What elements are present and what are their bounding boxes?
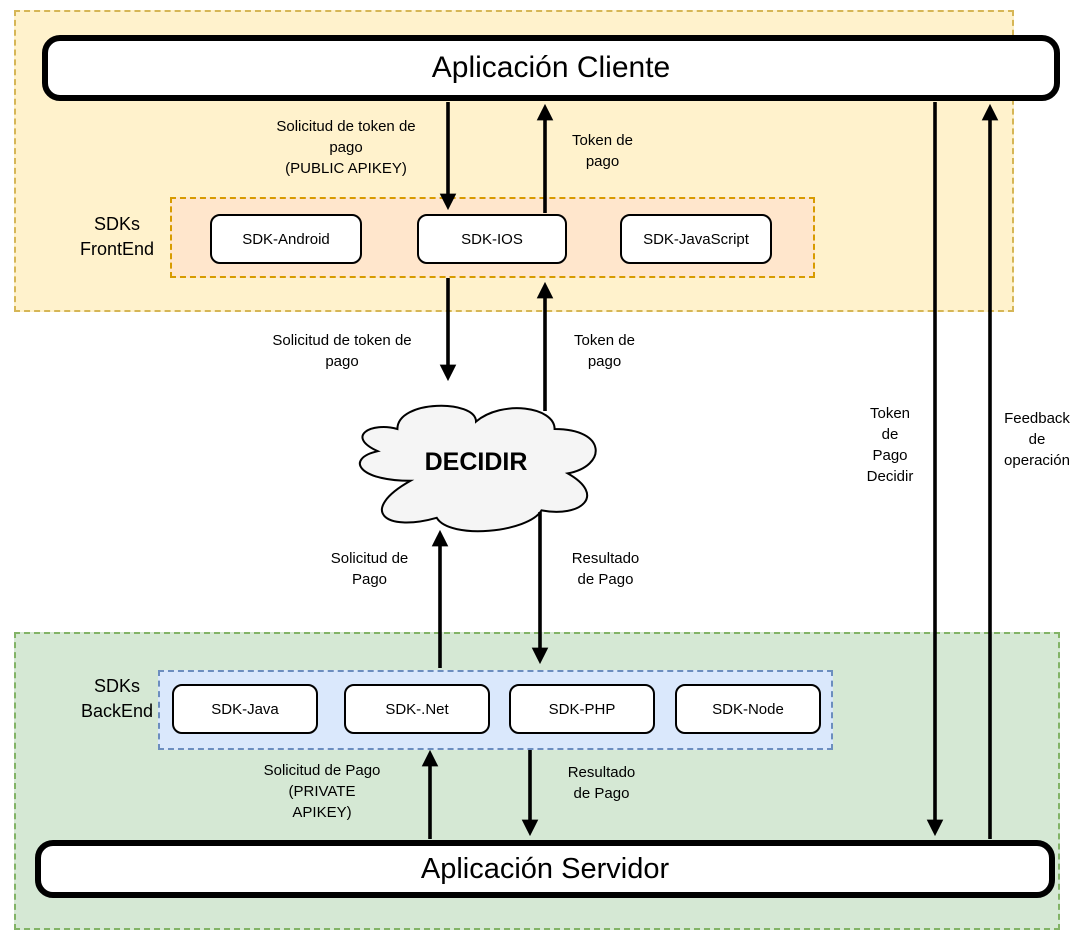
frontend-zone-label: SDKs FrontEnd: [79, 214, 155, 259]
server-app-label: Aplicación Servidor: [420, 852, 670, 885]
sdk-php-box: SDK-PHP: [509, 684, 655, 734]
sdk-dotnet-box: SDK-.Net: [344, 684, 490, 734]
label-token-pago-top: Token de pago: [572, 132, 633, 170]
label-resultado-pago-bottom: Resultado de Pago: [567, 764, 636, 802]
label-feedback-operacion: Feedback de operación: [1004, 410, 1070, 469]
label-token-pago-decidir: Token de Pago Decidir: [866, 405, 914, 485]
backend-zone-label: SDKs BackEnd: [80, 676, 154, 721]
label-solicitud-pago: Solicitud de Pago: [330, 550, 409, 588]
decidir-cloud: [358, 404, 597, 533]
sdk-node-box: SDK-Node: [675, 684, 821, 734]
client-app-label: Aplicación Cliente: [431, 51, 671, 84]
label-solicitud-pago-private: Solicitud de Pago (PRIVATE APIKEY): [263, 762, 381, 821]
label-solicitud-token-mid: Solicitud de token de pago: [272, 332, 412, 370]
sdk-ios-box: SDK-IOS: [417, 214, 567, 264]
label-token-pago-mid: Token de pago: [574, 332, 635, 370]
decidir-label: DECIDIR: [424, 448, 528, 476]
sdk-android-box: SDK-Android: [210, 214, 362, 264]
label-solicitud-token-public: Solicitud de token de pago (PUBLIC APIKE…: [276, 118, 416, 177]
client-app-box: Aplicación Cliente: [42, 35, 1060, 101]
sdk-javascript-box: SDK-JavaScript: [620, 214, 772, 264]
server-app-box: Aplicación Servidor: [35, 840, 1055, 898]
label-resultado-pago-mid: Resultado de Pago: [571, 550, 640, 588]
sdk-java-box: SDK-Java: [172, 684, 318, 734]
